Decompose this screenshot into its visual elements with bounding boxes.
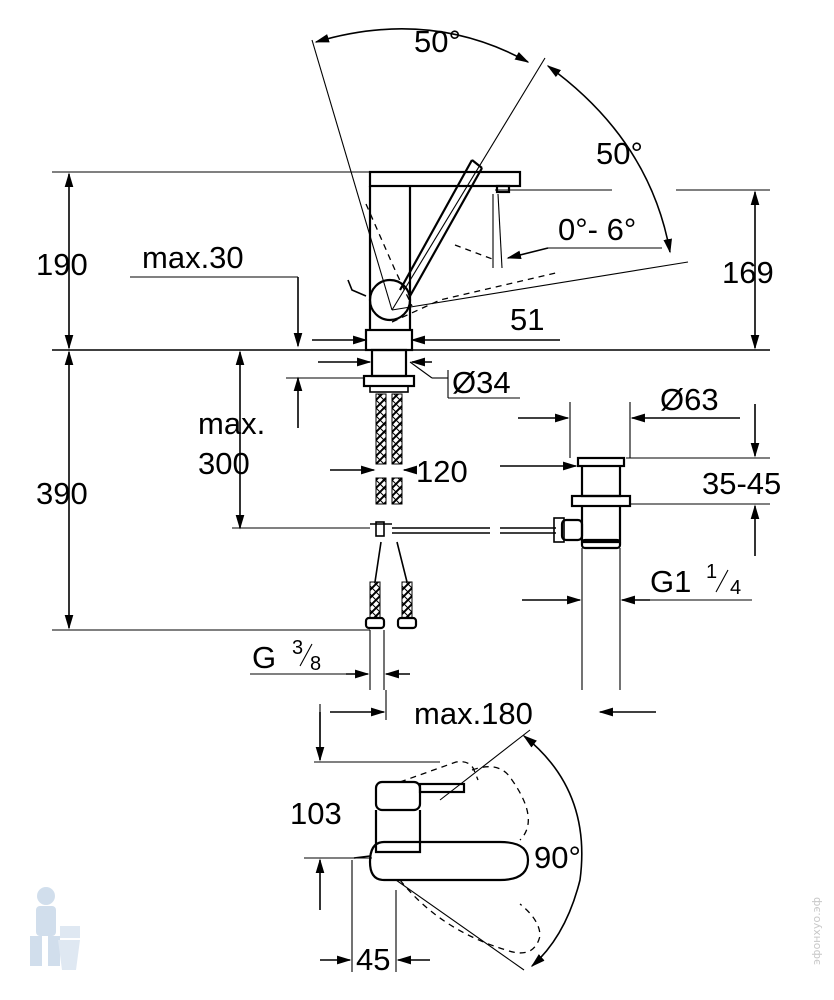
lever-offset-label: max.30 [142,240,244,275]
watermark-text: эфонхуо.эф [810,897,823,965]
top-view-faucet [353,761,541,954]
max-depth-label-1: max. [198,406,265,441]
waste-diameter-label: Ø63 [660,382,719,417]
mounting-shank [362,348,416,393]
supply-hoses [364,393,418,630]
dim-390-label: 390 [36,476,88,511]
arc-50-right [546,65,672,254]
max-depth-label-2: 300 [198,446,250,481]
angle-50-left-label: 50° [414,24,461,59]
pop-up-waste [553,456,632,690]
angle-guide-right [391,261,689,311]
waste-thread-num: 1 [706,561,717,583]
supply-thread-num: 3 [292,637,303,659]
dim-51-label: 51 [510,302,544,337]
waste-thread-main: G1 [650,564,691,599]
arc-90 [522,735,583,967]
angle-50-right-label: 50° [596,136,643,171]
hose-length-label: 120 [416,454,468,489]
waste-thread-den: 4 [730,577,741,599]
max-reach-label: max.180 [414,696,533,731]
supply-thread-main: G [252,640,276,675]
dim-169-label: 169 [722,255,774,290]
dim-190-label: 190 [36,247,88,282]
angle-guide-left [311,39,393,311]
plumber-logo [30,887,80,970]
top-height-label: 103 [290,796,342,831]
shank-diameter-label: Ø34 [452,365,511,400]
supply-thread-den: 8 [310,653,321,675]
waste-range-label: 35-45 [702,466,781,501]
top-view: max.180 103 90° 45 [290,690,656,977]
spout-tilt-label: 0°- 6° [558,212,636,247]
offset-label: 45 [356,942,390,977]
rotation-angle-label: 90° [534,840,581,875]
arc-50-left [314,28,530,63]
angle-guide-center [391,57,546,311]
side-view: 190 169 50° [36,24,781,690]
